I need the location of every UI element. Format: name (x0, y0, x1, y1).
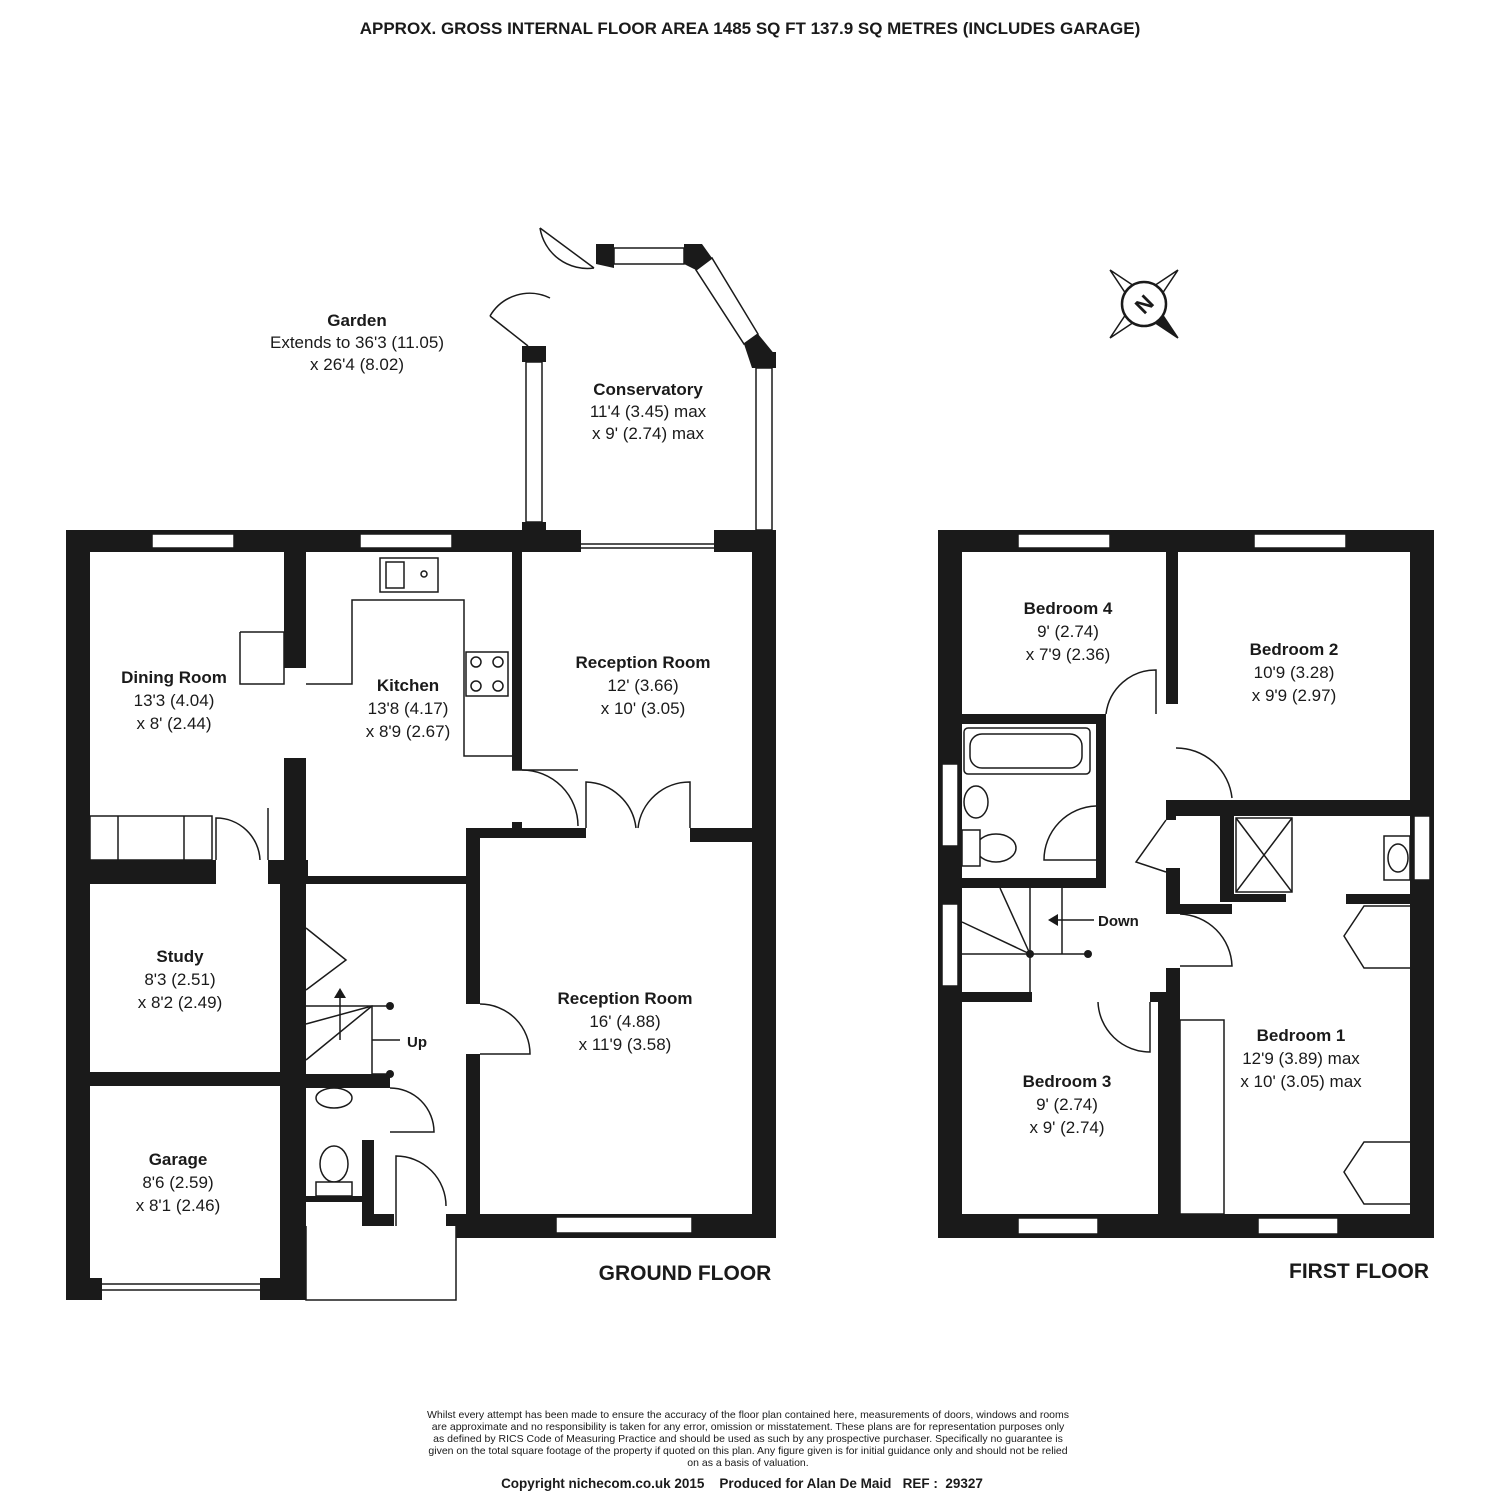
room-dim: 8'3 (2.51) (144, 970, 215, 989)
wall (1410, 530, 1434, 1238)
floor-area-title: APPROX. GROSS INTERNAL FLOOR AREA 1485 S… (360, 19, 1141, 38)
room-dim: x 8'9 (2.67) (366, 722, 451, 741)
wall (306, 876, 480, 884)
room-name: Reception Room (575, 653, 710, 672)
wall (306, 1196, 366, 1202)
room-name: Bedroom 4 (1024, 599, 1113, 618)
garden-label: Garden Extends to 36'3 (11.05) x 26'4 (8… (270, 311, 444, 374)
room-label-bedroom-2: Bedroom 2 10'9 (3.28) x 9'9 (2.97) (1250, 640, 1339, 705)
wall (280, 876, 306, 1300)
wall (284, 758, 306, 886)
toilet (319, 1145, 349, 1183)
garden-dim2: x 26'4 (8.02) (310, 355, 404, 374)
room-dim: x 11'9 (3.58) (579, 1035, 672, 1054)
wall (466, 828, 586, 838)
room-name: Study (156, 947, 204, 966)
basin (963, 785, 989, 819)
room-dim: x 8'1 (2.46) (136, 1196, 221, 1215)
first-floor-label: FIRST FLOOR (1289, 1260, 1429, 1283)
room-dim: 16' (4.88) (589, 1012, 660, 1031)
room-dim: x 9' (2.74) (1029, 1118, 1104, 1137)
wall (66, 530, 90, 1300)
wall (512, 822, 522, 832)
wall (466, 828, 480, 1004)
room-name: Bedroom 1 (1257, 1026, 1346, 1045)
room-dim: 9' (2.74) (1037, 622, 1099, 641)
wall (66, 1072, 306, 1086)
wall (260, 1278, 306, 1300)
wall (362, 1140, 374, 1224)
room-label-reception-room-1: Reception Room 12' (3.66) x 10' (3.05) (575, 653, 710, 718)
wall (446, 1214, 480, 1226)
room-label-dining-room: Dining Room 13'3 (4.04) x 8' (2.44) (121, 668, 227, 733)
room-dim: x 10' (3.05) max (1240, 1072, 1362, 1091)
room-dim: x 9'9 (2.97) (1252, 686, 1337, 705)
stairs-up-label: Up (407, 1034, 427, 1051)
stairs-down-label: Down (1098, 913, 1139, 930)
wall (466, 1054, 480, 1238)
room-name: Bedroom 2 (1250, 640, 1339, 659)
wall (690, 828, 776, 842)
ground-floor-plan (66, 530, 776, 1301)
room-label-bedroom-3: Bedroom 3 9' (2.74) x 9' (2.74) (1023, 1072, 1112, 1137)
disclaimer-line: on as a basis of valuation. (687, 1457, 808, 1469)
room-label-garage: Garage 8'6 (2.59) x 8'1 (2.46) (136, 1150, 221, 1215)
window (359, 533, 453, 549)
room-dim: 13'8 (4.17) (368, 699, 449, 718)
window (555, 1216, 693, 1234)
room-name: Dining Room (121, 668, 227, 687)
wall (66, 530, 581, 552)
wall (66, 860, 216, 884)
room-dim: x 9' (2.74) max (592, 424, 704, 443)
disclaimer-line: as defined by RICS Code of Measuring Pra… (433, 1433, 1063, 1445)
room-dim: 8'6 (2.59) (142, 1173, 213, 1192)
toilet (975, 833, 1017, 863)
disclaimer-line: given on the total square footage of the… (428, 1445, 1067, 1457)
basin (315, 1087, 353, 1109)
wall (938, 530, 1434, 552)
disclaimer-line: are approximate and no responsibility is… (432, 1421, 1065, 1433)
room-label-kitchen: Kitchen 13'8 (4.17) x 8'9 (2.67) (366, 676, 451, 741)
first-floor-plan (938, 530, 1434, 1238)
wall (284, 552, 306, 668)
room-name: Kitchen (377, 676, 439, 695)
wall (752, 530, 776, 1238)
wall (306, 1074, 390, 1088)
room-name: Bedroom 3 (1023, 1072, 1112, 1091)
copyright-line: Copyright nichecom.co.uk 2015 Produced f… (501, 1476, 983, 1491)
room-dim: 11'4 (3.45) max (590, 402, 707, 421)
room-label-conservatory: Conservatory 11'4 (3.45) max x 9' (2.74)… (590, 380, 707, 443)
wall (66, 1278, 102, 1300)
wall (362, 1214, 394, 1226)
conservatory-structure (489, 227, 776, 532)
room-dim: x 10' (3.05) (601, 699, 686, 718)
room-label-bedroom-4: Bedroom 4 9' (2.74) x 7'9 (2.36) (1024, 599, 1113, 664)
garden-dim1: Extends to 36'3 (11.05) (270, 333, 444, 352)
room-label-study: Study 8'3 (2.51) x 8'2 (2.49) (138, 947, 223, 1012)
compass-icon: N (1109, 269, 1179, 339)
room-dim: x 8' (2.44) (136, 714, 211, 733)
room-dim: x 8'2 (2.49) (138, 993, 223, 1012)
room-dim: 13'3 (4.04) (134, 691, 215, 710)
room-label-bedroom-1: Bedroom 1 12'9 (3.89) max x 10' (3.05) m… (1240, 1026, 1362, 1091)
wall (938, 530, 962, 1238)
disclaimer: Whilst every attempt has been made to en… (427, 1409, 1069, 1491)
room-name: Garage (149, 1150, 208, 1169)
ground-floor-label: GROUND FLOOR (599, 1262, 772, 1285)
window (151, 533, 235, 549)
disclaimer-line: Whilst every attempt has been made to en… (427, 1409, 1069, 1421)
garden-name: Garden (327, 311, 387, 330)
room-dim: 12'9 (3.89) max (1242, 1049, 1360, 1068)
wall (938, 1214, 1434, 1238)
wall (512, 552, 522, 770)
room-dim: 9' (2.74) (1036, 1095, 1098, 1114)
room-dim: 12' (3.66) (607, 676, 678, 695)
room-name: Reception Room (557, 989, 692, 1008)
room-name: Conservatory (593, 380, 703, 399)
room-dim: 10'9 (3.28) (1254, 663, 1335, 682)
room-dim: x 7'9 (2.36) (1026, 645, 1111, 664)
room-label-reception-room-2: Reception Room 16' (4.88) x 11'9 (3.58) (557, 989, 692, 1054)
